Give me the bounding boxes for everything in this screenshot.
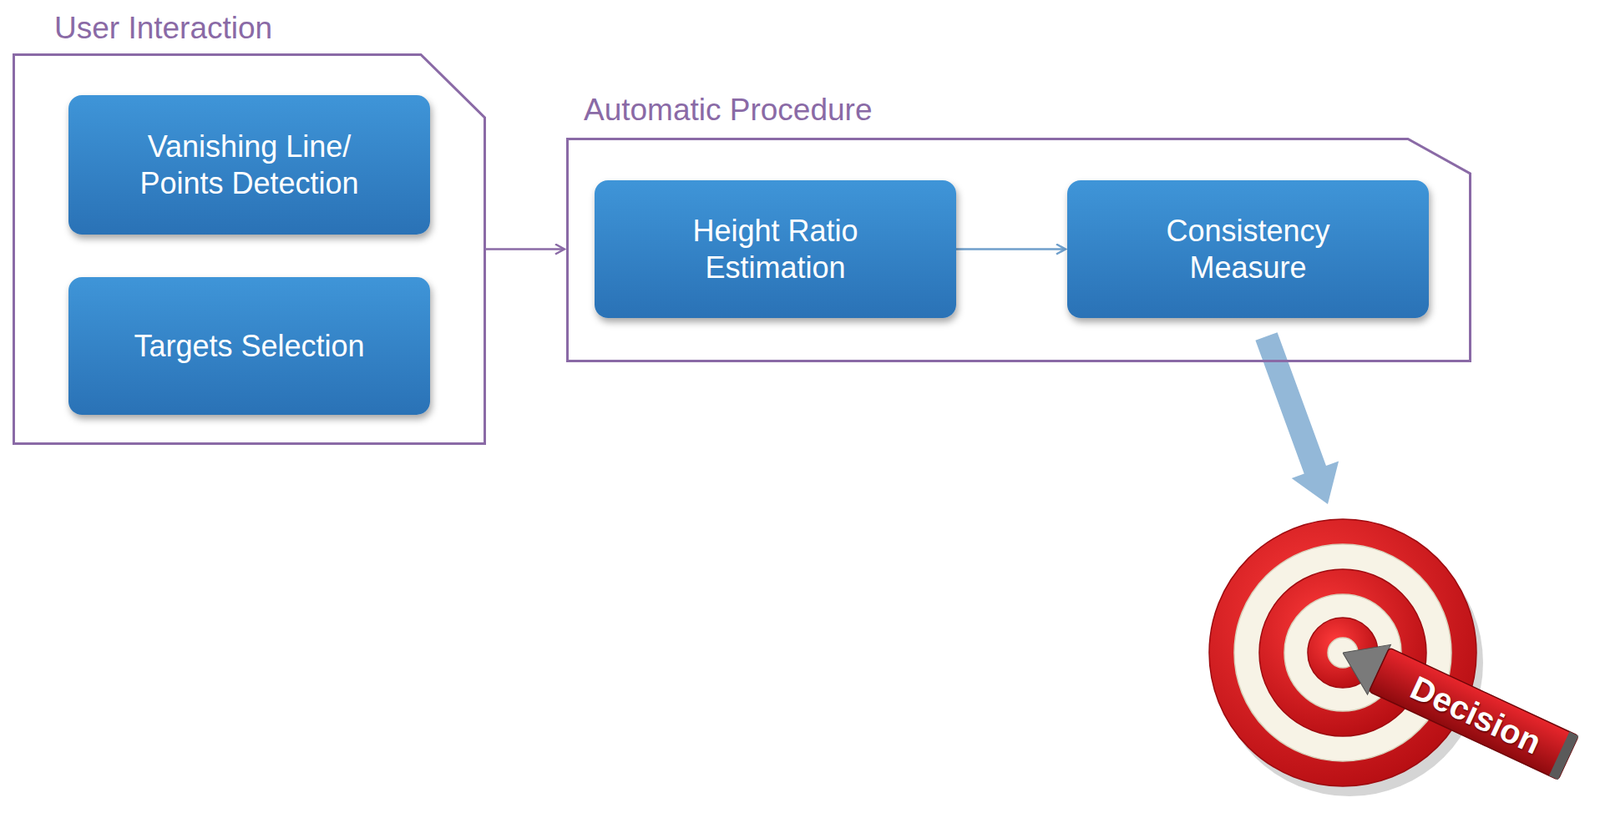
flow-arrow bbox=[956, 248, 1066, 251]
frame-border bbox=[14, 55, 486, 445]
block-arrow bbox=[1255, 332, 1339, 505]
group-frame: Automatic ProcedureHeight Ratio Estimati… bbox=[566, 93, 1472, 363]
process-box: Height Ratio Estimation bbox=[594, 180, 957, 319]
frame-border bbox=[567, 139, 1471, 362]
box-label: Consistency Measure bbox=[1107, 212, 1389, 285]
box-label: Targets Selection bbox=[133, 328, 365, 365]
target-ring bbox=[1209, 519, 1477, 787]
target-ring bbox=[1234, 544, 1452, 762]
process-box: Vanishing Line/ Points Detection bbox=[68, 95, 431, 235]
process-box: Consistency Measure bbox=[1067, 180, 1429, 319]
group-frame: User InteractionVanishing Line/ Points D… bbox=[12, 11, 487, 446]
process-box: Targets Selection bbox=[68, 277, 431, 416]
frame-heading: User Interaction bbox=[54, 11, 273, 46]
box-label: Vanishing Line/ Points Detection bbox=[108, 128, 390, 201]
decision-target: Decision bbox=[1202, 511, 1595, 821]
box-label: Height Ratio Estimation bbox=[634, 212, 917, 285]
flow-arrow bbox=[486, 248, 565, 251]
pin-end bbox=[1549, 732, 1579, 781]
frame-heading: Automatic Procedure bbox=[583, 93, 873, 128]
